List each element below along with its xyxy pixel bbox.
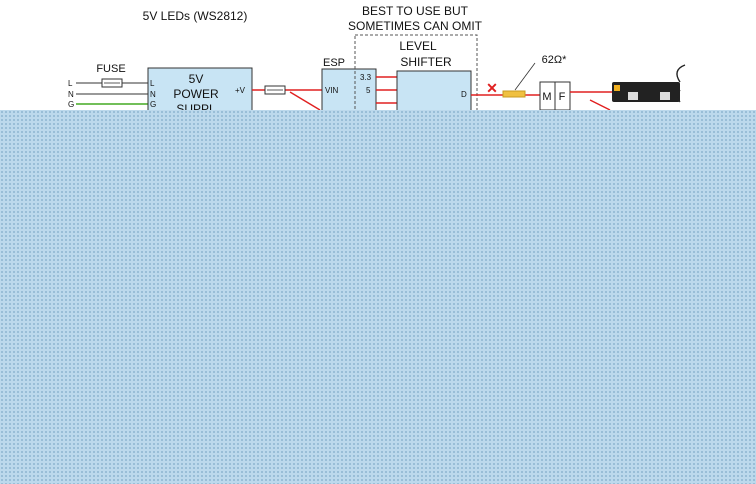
psu-label-line2: POWER [173, 87, 219, 101]
mains-label-n: N [68, 90, 74, 99]
esp-title: ESP [323, 57, 345, 69]
led-chip-2 [660, 92, 670, 100]
omit-x-mark: ✕ [486, 80, 498, 96]
led-chip-1 [628, 92, 638, 100]
led-strip-pad [614, 85, 620, 91]
connector-label-f: F [559, 91, 566, 103]
psu-pin-n: N [150, 90, 156, 99]
connector-label-m: M [542, 91, 551, 103]
led-strip-curl [676, 64, 686, 83]
psu-pin-g: G [150, 100, 156, 109]
optional-note-line1: BEST TO USE BUT [362, 4, 469, 18]
power-supply-box [147, 67, 253, 119]
level-shifter-label-line2: SHIFTER [400, 55, 452, 69]
resistor-label: 62Ω* [542, 54, 567, 66]
mains-label-l: L [68, 79, 73, 88]
diagram-title: 5V LEDs (WS2812) [143, 9, 248, 23]
mains-label-g: G [68, 100, 74, 109]
resistor-leader-line [514, 62, 536, 91]
redaction-overlay [0, 110, 756, 484]
level-shifter-pin-d: D [461, 90, 467, 99]
fuse-label: FUSE [96, 63, 125, 75]
esp-pin-5v: 5 [366, 86, 371, 95]
optional-note-line2: SOMETIMES CAN OMIT [348, 19, 483, 33]
esp-pin-vin: VIN [325, 86, 339, 95]
psu-label-line1: 5V [189, 72, 204, 86]
esp-box [321, 68, 377, 115]
psu-pin-vplus: +V [235, 86, 246, 95]
level-shifter-label-line1: LEVEL [399, 39, 437, 53]
power-wire-branch [289, 91, 321, 111]
level-shifter-box [396, 70, 472, 114]
wire-to-strip-power [589, 99, 611, 111]
esp-pin-3v3: 3.3 [360, 73, 372, 82]
resistor-symbol [502, 90, 526, 98]
psu-pin-l: L [150, 79, 155, 88]
